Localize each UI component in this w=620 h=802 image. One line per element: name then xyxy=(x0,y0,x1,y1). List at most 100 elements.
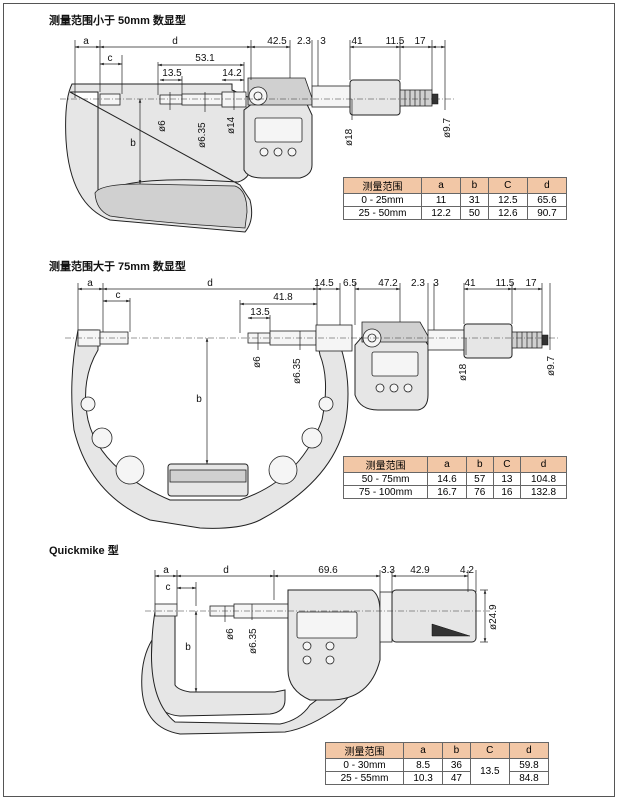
section2-title: 测量范围大于 75mm 数显型 xyxy=(49,261,186,273)
dim-41-8-2: 41.8 xyxy=(273,292,293,303)
dim-b-2: b xyxy=(196,394,202,405)
header-d: d xyxy=(520,456,567,473)
dim-3-1: 3 xyxy=(320,36,326,47)
header-b: b xyxy=(442,742,471,759)
table-header-row: 测量范围 a b C d xyxy=(342,456,567,473)
header-range: 测量范围 xyxy=(342,456,429,473)
cell: 0 - 30mm xyxy=(324,758,405,772)
cell: 75 - 100mm xyxy=(342,485,429,499)
cell: 59.8 xyxy=(508,758,550,772)
dim-dia6-2: ø6 xyxy=(252,356,263,368)
lcd-display-1 xyxy=(254,117,303,143)
dim-dia9-7-2: ø9.7 xyxy=(546,356,557,376)
spec-table-1: 测量范围 a b C d 0 - 25mm 11 31 12.5 65.6 25… xyxy=(342,177,568,220)
cell: 12.6 xyxy=(487,206,528,220)
cell: 50 - 75mm xyxy=(342,472,429,486)
dim-69-6-3: 69.6 xyxy=(318,565,338,576)
cell: 12.2 xyxy=(421,206,462,220)
micrometer-drawing-2 xyxy=(65,321,560,529)
dim-41-1: 41 xyxy=(351,36,363,47)
micrometer-drawing-3 xyxy=(141,589,490,735)
dim-d-3: d xyxy=(223,565,229,576)
table-header-row: 测量范围 a b C d xyxy=(342,177,568,194)
spec-table-2: 测量范围 a b C d 50 - 75mm 14.6 57 13 104.8 … xyxy=(342,456,567,499)
header-d: d xyxy=(508,742,550,759)
table-row: 50 - 75mm 14.6 57 13 104.8 xyxy=(342,472,567,486)
dim-13-5-1: 13.5 xyxy=(162,68,182,79)
header-a: a xyxy=(427,456,467,473)
dim-a-1: a xyxy=(83,36,89,47)
cell: 8.5 xyxy=(403,758,444,772)
dim-41-2: 41 xyxy=(464,278,476,289)
dim-3-2: 3 xyxy=(433,278,439,289)
cell: 84.8 xyxy=(508,771,550,785)
dim-42-9-3: 42.9 xyxy=(410,565,430,576)
dim-a-2: a xyxy=(87,278,93,289)
dim-c-3: c xyxy=(166,582,171,593)
dim-a-3: a xyxy=(163,565,169,576)
dim-53-1: 53.1 xyxy=(195,53,215,64)
cell: 57 xyxy=(465,472,494,486)
cell: 10.3 xyxy=(403,771,444,785)
dim-4-2-3: 4.2 xyxy=(460,565,474,576)
dim-dia6-35-2: ø6.35 xyxy=(292,358,303,384)
dim-2-3-2: 2.3 xyxy=(411,278,425,289)
cell: 11 xyxy=(421,193,462,207)
dim-dia6-35-3: ø6.35 xyxy=(248,628,259,654)
header-a: a xyxy=(421,177,462,194)
dim-b-1: b xyxy=(130,138,136,149)
cell: 132.8 xyxy=(520,485,567,499)
dimensions-1: a d c 53.1 13.5 14.2 42.5 2.3 3 41 11.5 … xyxy=(74,36,453,185)
table-row: 25 - 50mm 12.2 50 12.6 90.7 xyxy=(342,206,568,220)
cell: 14.6 xyxy=(427,472,467,486)
cell: 31 xyxy=(460,193,489,207)
cell: 36 xyxy=(442,758,471,772)
header-b: b xyxy=(460,177,489,194)
table-row: 75 - 100mm 16.7 76 16 132.8 xyxy=(342,485,567,499)
dim-dia24-9-3: ø24.9 xyxy=(488,604,499,630)
cell: 0 - 25mm xyxy=(342,193,423,207)
dimensions-3: a d c 69.6 3.3 42.9 4.2 ø24.9 b ø6 ø6.35 xyxy=(154,565,499,693)
dim-2-3-1: 2.3 xyxy=(297,36,311,47)
cell: 13.5 xyxy=(469,758,510,785)
header-d: d xyxy=(526,177,568,194)
anvil-1 xyxy=(99,93,121,106)
cell: 65.6 xyxy=(526,193,568,207)
dim-47-2-2: 47.2 xyxy=(378,278,398,289)
dimensions-2: a d c 41.8 13.5 14.5 6.5 47.2 2.3 3 41 1… xyxy=(77,278,557,465)
dim-42-5-1: 42.5 xyxy=(267,36,287,47)
section3-title: Quickmike 型 xyxy=(49,545,119,557)
dim-3-3-3: 3.3 xyxy=(381,565,395,576)
dim-17-2: 17 xyxy=(525,278,537,289)
dim-17-1: 17 xyxy=(414,36,426,47)
header-c: C xyxy=(492,456,522,473)
table-row: 0 - 30mm 8.5 36 13.5 59.8 xyxy=(324,758,550,785)
dim-14-5-2: 14.5 xyxy=(314,278,334,289)
cell: 47 xyxy=(442,771,471,785)
table-row: 25 - 55mm 10.3 47 84.8 xyxy=(324,771,550,785)
dim-dia6-1: ø6 xyxy=(157,120,168,132)
header-c: C xyxy=(469,742,510,759)
dim-6-5-2: 6.5 xyxy=(343,278,357,289)
dim-dia18-1: ø18 xyxy=(344,128,355,146)
header-a: a xyxy=(403,742,444,759)
dim-d-2: d xyxy=(207,278,213,289)
dim-11-5-1: 11.5 xyxy=(386,36,405,47)
cell: 90.7 xyxy=(526,206,568,220)
cell: 50 xyxy=(460,206,489,220)
table-row: 0 - 25mm 11 31 12.5 65.6 xyxy=(342,193,568,207)
spec-table-3: 测量范围 a b C d 0 - 30mm 8.5 36 13.5 59.8 2… xyxy=(324,742,550,785)
dim-dia9-7-1: ø9.7 xyxy=(442,118,453,138)
header-c: C xyxy=(487,177,528,194)
micrometer-drawing-1 xyxy=(60,77,455,233)
dim-11-5-2: 11.5 xyxy=(496,278,515,289)
dim-c-1: c xyxy=(108,53,113,64)
dim-dia18-2: ø18 xyxy=(458,363,469,381)
dim-c-2: c xyxy=(116,290,121,301)
header-range: 测量范围 xyxy=(324,742,405,759)
cell: 104.8 xyxy=(520,472,567,486)
cell: 16.7 xyxy=(427,485,467,499)
dim-13-5-2: 13.5 xyxy=(250,307,270,318)
section1-title: 测量范围小于 50mm 数显型 xyxy=(49,15,186,27)
